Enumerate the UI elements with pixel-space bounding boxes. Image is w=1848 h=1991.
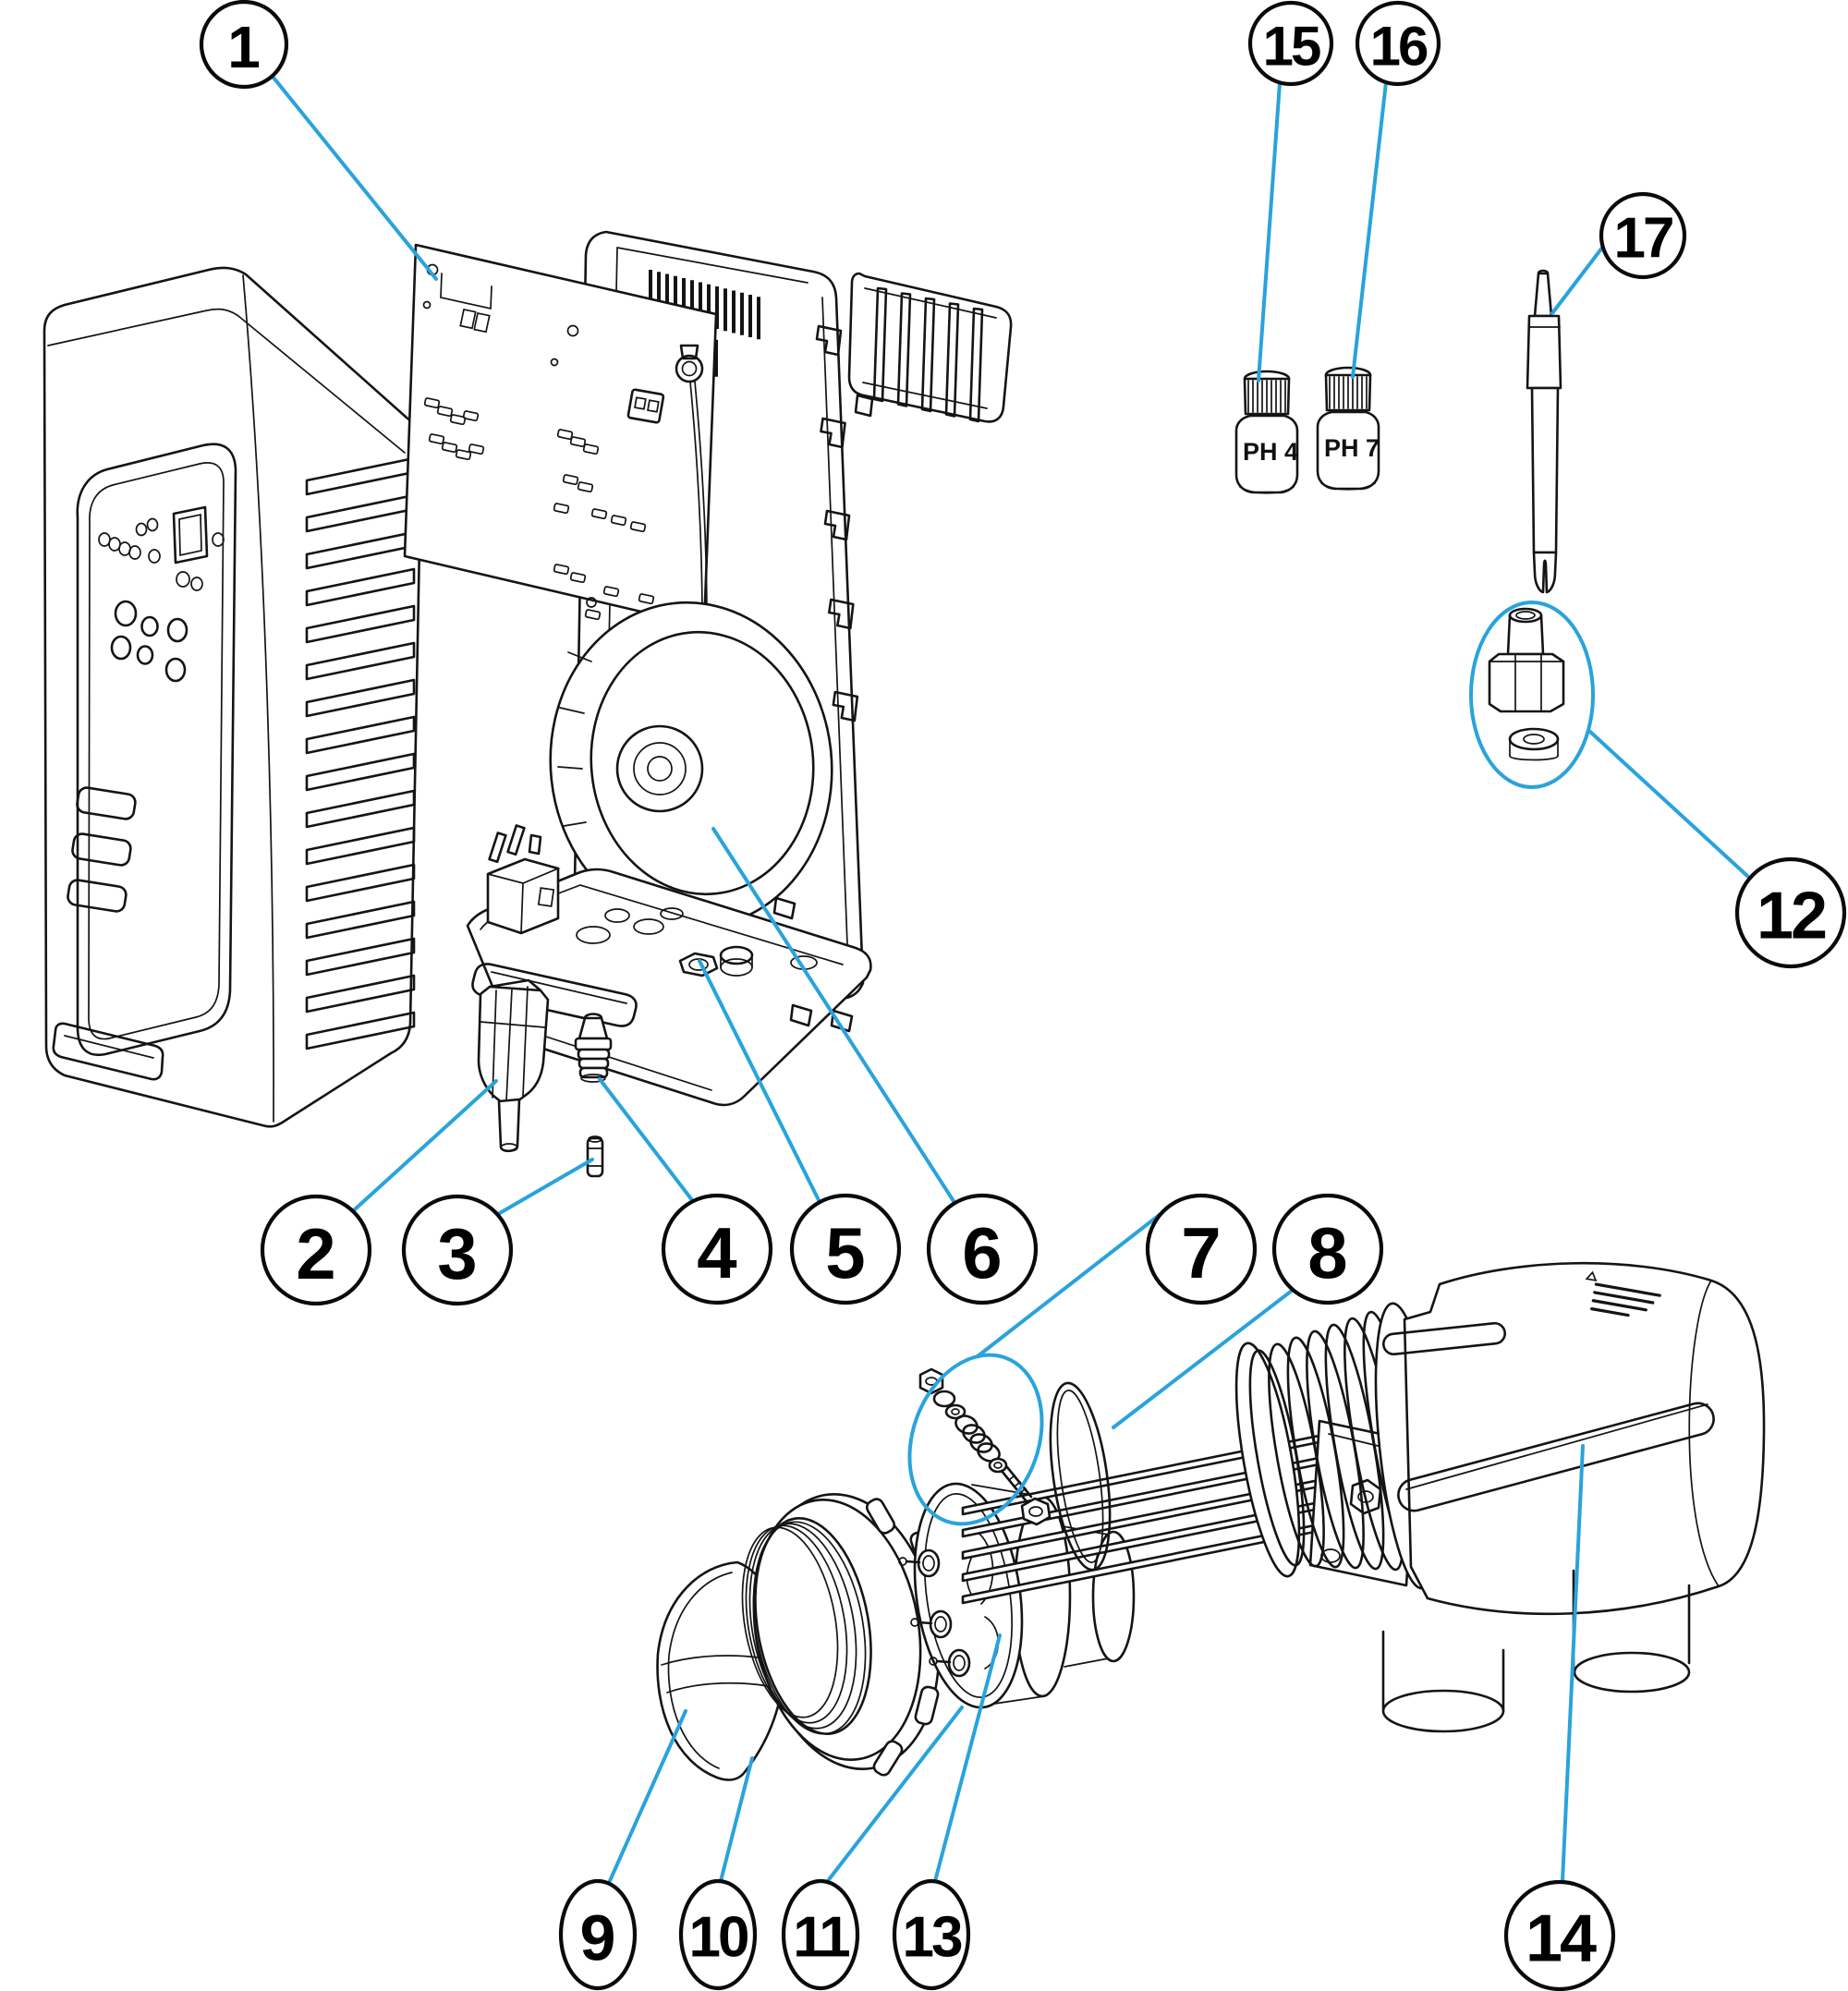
probe-fork-tip [1532,551,1558,594]
leader-line-12 [1588,730,1749,878]
callout-6[interactable]: 6 [926,1193,1039,1305]
leader-line-5 [698,959,821,1202]
control-unit-housing [43,266,423,1128]
front-panel [76,443,237,1057]
callout-number-7: 7 [1181,1212,1221,1293]
led-indicators [98,517,225,591]
leader-line-14 [1561,1444,1585,1883]
side-vent-slats [305,456,416,1050]
chassis-base [466,824,872,1107]
housing-front-side-crease [242,274,274,1123]
toroid-transformer [549,601,833,929]
callout-12[interactable]: 12 [1734,856,1847,969]
base-brackets [772,896,854,1033]
label-slot [52,1022,164,1081]
callout-number-16: 16 [1370,16,1428,78]
leader-line-10 [719,1756,754,1883]
probe-gland-fitting [1488,607,1565,761]
pcb-components [423,397,655,621]
callout-7[interactable]: 7 [1145,1193,1258,1305]
callout-number-1: 1 [227,14,261,80]
leader-line-1 [272,76,438,281]
highlight-screw-kit-7 [907,1353,1044,1526]
leader-line-8 [1112,1289,1294,1429]
leader-line-2 [353,1079,498,1211]
leader-line-11 [825,1706,964,1884]
leader-line-9 [607,1709,687,1885]
callout-15[interactable]: 15 [1247,0,1334,87]
leader-line-16 [1351,80,1388,379]
leader-line-17 [1550,246,1604,315]
callout-number-12: 12 [1757,880,1826,953]
power-cord-connector [477,978,550,1153]
ph4-bottle: PH 4 [1234,370,1299,494]
callout-2[interactable]: 2 [260,1194,372,1306]
leader-line-7 [976,1212,1162,1358]
backplate-clips [815,324,859,722]
base-slot [471,963,638,1027]
callout-16[interactable]: 16 [1355,0,1441,87]
housing-top-bevel [47,308,406,454]
callout-3[interactable]: 3 [401,1194,514,1306]
callout-11[interactable]: 11 [781,1878,860,1991]
ring-nut [741,1493,946,1777]
highlight-ellipses [907,601,1595,1526]
housing-sight-slot [1397,1402,1715,1512]
callout-number-2: 2 [296,1213,335,1294]
callout-number-3: 3 [437,1213,477,1294]
callout-9[interactable]: 9 [558,1878,638,1991]
callout-number-15: 15 [1263,16,1320,78]
callout-5[interactable]: 5 [789,1193,902,1305]
panel-buttons [110,600,188,683]
callout-10[interactable]: 10 [678,1878,758,1991]
callout-14[interactable]: 14 [1503,1879,1616,1991]
leader-line-13 [933,1633,1002,1883]
ph-probe [1526,269,1562,594]
cable-grommet [719,945,754,977]
ph7-bottle: PH 7 [1316,366,1380,491]
ph4-label: PH 4 [1243,438,1298,466]
power-inlet-socket [486,824,561,935]
callout-number-8: 8 [1307,1212,1347,1293]
callout-8[interactable]: 8 [1271,1193,1384,1305]
highlight-probe-fitting-12 [1469,601,1595,789]
leader-line-15 [1257,81,1282,382]
bnc-connector [675,344,704,383]
callout-number-5: 5 [825,1212,865,1293]
leader-line-4 [598,1077,694,1202]
ph7-label: PH 7 [1324,434,1380,462]
callout-number-6: 6 [962,1212,1002,1293]
o-ring [1049,1381,1112,1572]
pcb-terminal-block [626,388,665,424]
callout-17[interactable]: 17 [1599,191,1687,280]
callout-13[interactable]: 13 [892,1878,971,1991]
callout-number-4: 4 [697,1212,736,1293]
leader-line-6 [711,827,955,1203]
leader-line-3 [492,1158,594,1219]
housing-print-lines [1585,1270,1661,1317]
fuse-holder-cap [574,1013,613,1083]
callout-number-10: 10 [689,1906,748,1970]
probe-wire-locknut [678,952,719,977]
callout-number-13: 13 [903,1906,962,1970]
callout-number-14: 14 [1526,1902,1597,1976]
callout-1[interactable]: 1 [199,0,289,90]
callout-4[interactable]: 4 [661,1193,773,1305]
callout-number-17: 17 [1614,207,1672,271]
vent-grille-cover [847,272,1013,423]
pcb-7segment [459,308,491,334]
gland-washer [1508,727,1560,761]
callout-number-11: 11 [793,1906,849,1970]
housing-ports [1381,1569,1691,1733]
leader-lines [272,76,1749,1885]
callout-number-9: 9 [580,1902,616,1974]
lower-front-buttons [67,786,137,913]
screw-spring-kit [918,1367,1052,1526]
cell-housing [1234,1261,1766,1733]
housing-upper-slot [1382,1321,1506,1356]
display-window [172,505,209,565]
fuse [586,1135,604,1178]
terminal-studs [898,1548,971,1678]
